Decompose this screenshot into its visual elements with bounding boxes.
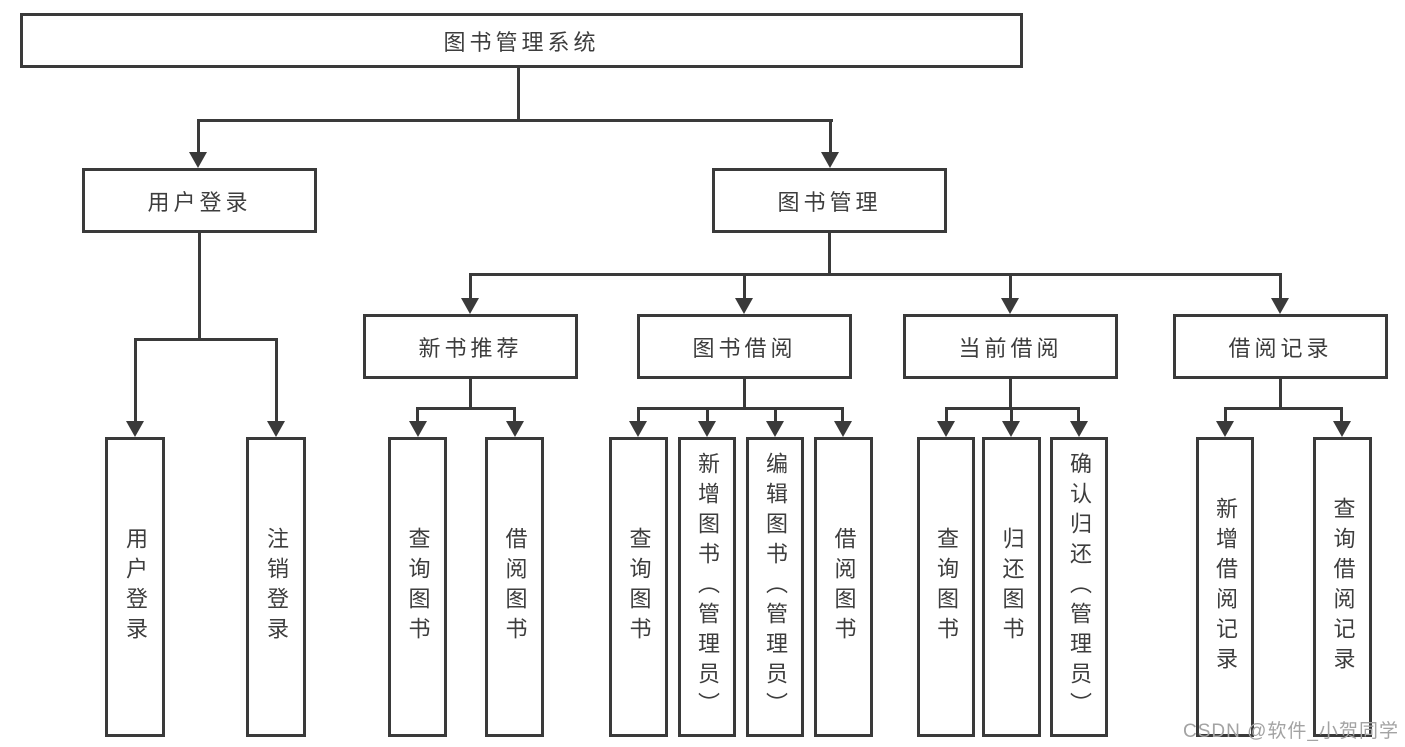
leaf-user-login-label: 用户登录: [123, 527, 148, 647]
leaf-add-book-admin-label: 新增图书（管理员）: [695, 452, 720, 722]
arrowhead-query-borrow-record: [1333, 421, 1351, 437]
leaf-query-borrow-record: 查询借阅记录: [1313, 437, 1372, 737]
leaf-return-book: 归还图书: [982, 437, 1041, 737]
arrowhead-edit-book-admin: [766, 421, 784, 437]
leaf-query-books-current-label: 查询图书: [934, 527, 959, 647]
arrowhead-confirm-return-admin: [1070, 421, 1088, 437]
arrowhead-leaf-user-login: [126, 421, 144, 437]
connector-root-rail: [197, 119, 833, 122]
leaf-borrow-books-borrow: 借阅图书: [814, 437, 873, 737]
leaf-user-login: 用户登录: [105, 437, 165, 737]
connector-root-stem: [517, 68, 520, 122]
node-current-borrow: 当前借阅: [903, 314, 1118, 379]
arrowhead-query-books-current: [937, 421, 955, 437]
connector-bm-drop-3: [1009, 273, 1012, 300]
connector-book-management-stem: [828, 233, 831, 273]
connector-borrow-drop-2: [706, 407, 709, 423]
connector-borrow-stem: [743, 379, 746, 407]
node-new-book-recommend-label: 新书推荐: [418, 335, 523, 361]
connector-records-drop-2: [1340, 407, 1343, 423]
leaf-borrow-books-borrow-label: 借阅图书: [831, 527, 857, 647]
leaf-confirm-return-admin: 确认归还（管理员）: [1050, 437, 1108, 737]
arrowhead-query-books-borrow: [629, 421, 647, 437]
arrowhead-book-borrow: [735, 298, 753, 314]
node-borrow-records: 借阅记录: [1173, 314, 1388, 379]
node-borrow-records-label: 借阅记录: [1228, 335, 1333, 361]
leaf-borrow-books-recommend-label: 借阅图书: [502, 527, 528, 647]
node-book-management: 图书管理: [712, 168, 947, 233]
leaf-logout: 注销登录: [246, 437, 306, 737]
leaf-add-book-admin: 新增图书（管理员）: [678, 437, 736, 737]
arrowhead-query-books-recommend: [409, 421, 427, 437]
connector-recommend-rail: [416, 407, 516, 410]
leaf-query-books-recommend-label: 查询图书: [405, 527, 431, 647]
connector-borrow-rail: [637, 407, 844, 410]
connector-bm-drop-4: [1279, 273, 1282, 300]
arrowhead-current-borrow: [1001, 298, 1019, 314]
leaf-edit-book-admin: 编辑图书（管理员）: [746, 437, 804, 737]
connector-root-drop-left: [197, 119, 200, 155]
connector-root-drop-right: [829, 119, 832, 155]
leaf-query-borrow-record-label: 查询借阅记录: [1330, 497, 1356, 677]
connector-recommend-drop-1: [416, 407, 419, 423]
leaf-return-book-label: 归还图书: [999, 527, 1025, 647]
node-user-login-label: 用户登录: [147, 189, 252, 215]
leaf-add-borrow-record: 新增借阅记录: [1196, 437, 1254, 737]
node-user-login: 用户登录: [82, 168, 317, 233]
connector-records-rail: [1224, 407, 1343, 410]
connector-bm-drop-1: [469, 273, 472, 300]
arrowhead-new-book-recommend: [461, 298, 479, 314]
arrowhead-leaf-logout: [267, 421, 285, 437]
leaf-query-books-borrow: 查询图书: [609, 437, 668, 737]
csdn-watermark: CSDN @软件_小贺同学: [1183, 721, 1399, 742]
connector-book-management-rail: [469, 273, 1282, 276]
connector-user-login-drop-1: [134, 338, 137, 423]
node-root-label: 图书管理系统: [443, 29, 600, 55]
arrowhead-book-management: [821, 152, 839, 168]
arrowhead-borrow-books-recommend: [506, 421, 524, 437]
connector-records-drop-1: [1224, 407, 1227, 423]
connector-user-login-stem: [198, 233, 201, 338]
connector-borrow-drop-3: [774, 407, 777, 423]
arrowhead-borrow-records: [1271, 298, 1289, 314]
connector-user-login-drop-2: [275, 338, 278, 423]
node-book-borrow: 图书借阅: [637, 314, 852, 379]
connector-recommend-drop-2: [513, 407, 516, 423]
leaf-confirm-return-admin-label: 确认归还（管理员）: [1067, 452, 1092, 722]
connector-current-drop-3: [1077, 407, 1080, 423]
arrowhead-user-login: [189, 152, 207, 168]
leaf-edit-book-admin-label: 编辑图书（管理员）: [763, 452, 788, 722]
leaf-add-borrow-record-label: 新增借阅记录: [1213, 497, 1238, 677]
node-book-borrow-label: 图书借阅: [692, 335, 797, 361]
connector-current-stem: [1009, 379, 1012, 407]
arrowhead-borrow-books-borrow: [834, 421, 852, 437]
arrowhead-return-book: [1002, 421, 1020, 437]
connector-recommend-stem: [469, 379, 472, 407]
connector-current-drop-2: [1010, 407, 1013, 423]
leaf-logout-label: 注销登录: [264, 527, 289, 647]
node-root: 图书管理系统: [20, 13, 1023, 68]
node-current-borrow-label: 当前借阅: [958, 335, 1063, 361]
connector-borrow-drop-1: [637, 407, 640, 423]
leaf-query-books-current: 查询图书: [917, 437, 975, 737]
connector-current-drop-1: [945, 407, 948, 423]
arrowhead-add-borrow-record: [1216, 421, 1234, 437]
arrowhead-add-book-admin: [698, 421, 716, 437]
connector-records-stem: [1279, 379, 1282, 407]
leaf-query-books-borrow-label: 查询图书: [626, 527, 652, 647]
leaf-borrow-books-recommend: 借阅图书: [485, 437, 544, 737]
node-book-management-label: 图书管理: [777, 189, 882, 215]
node-new-book-recommend: 新书推荐: [363, 314, 578, 379]
connector-bm-drop-2: [743, 273, 746, 300]
leaf-query-books-recommend: 查询图书: [388, 437, 447, 737]
connector-user-login-rail: [134, 338, 278, 341]
connector-borrow-drop-4: [841, 407, 844, 423]
